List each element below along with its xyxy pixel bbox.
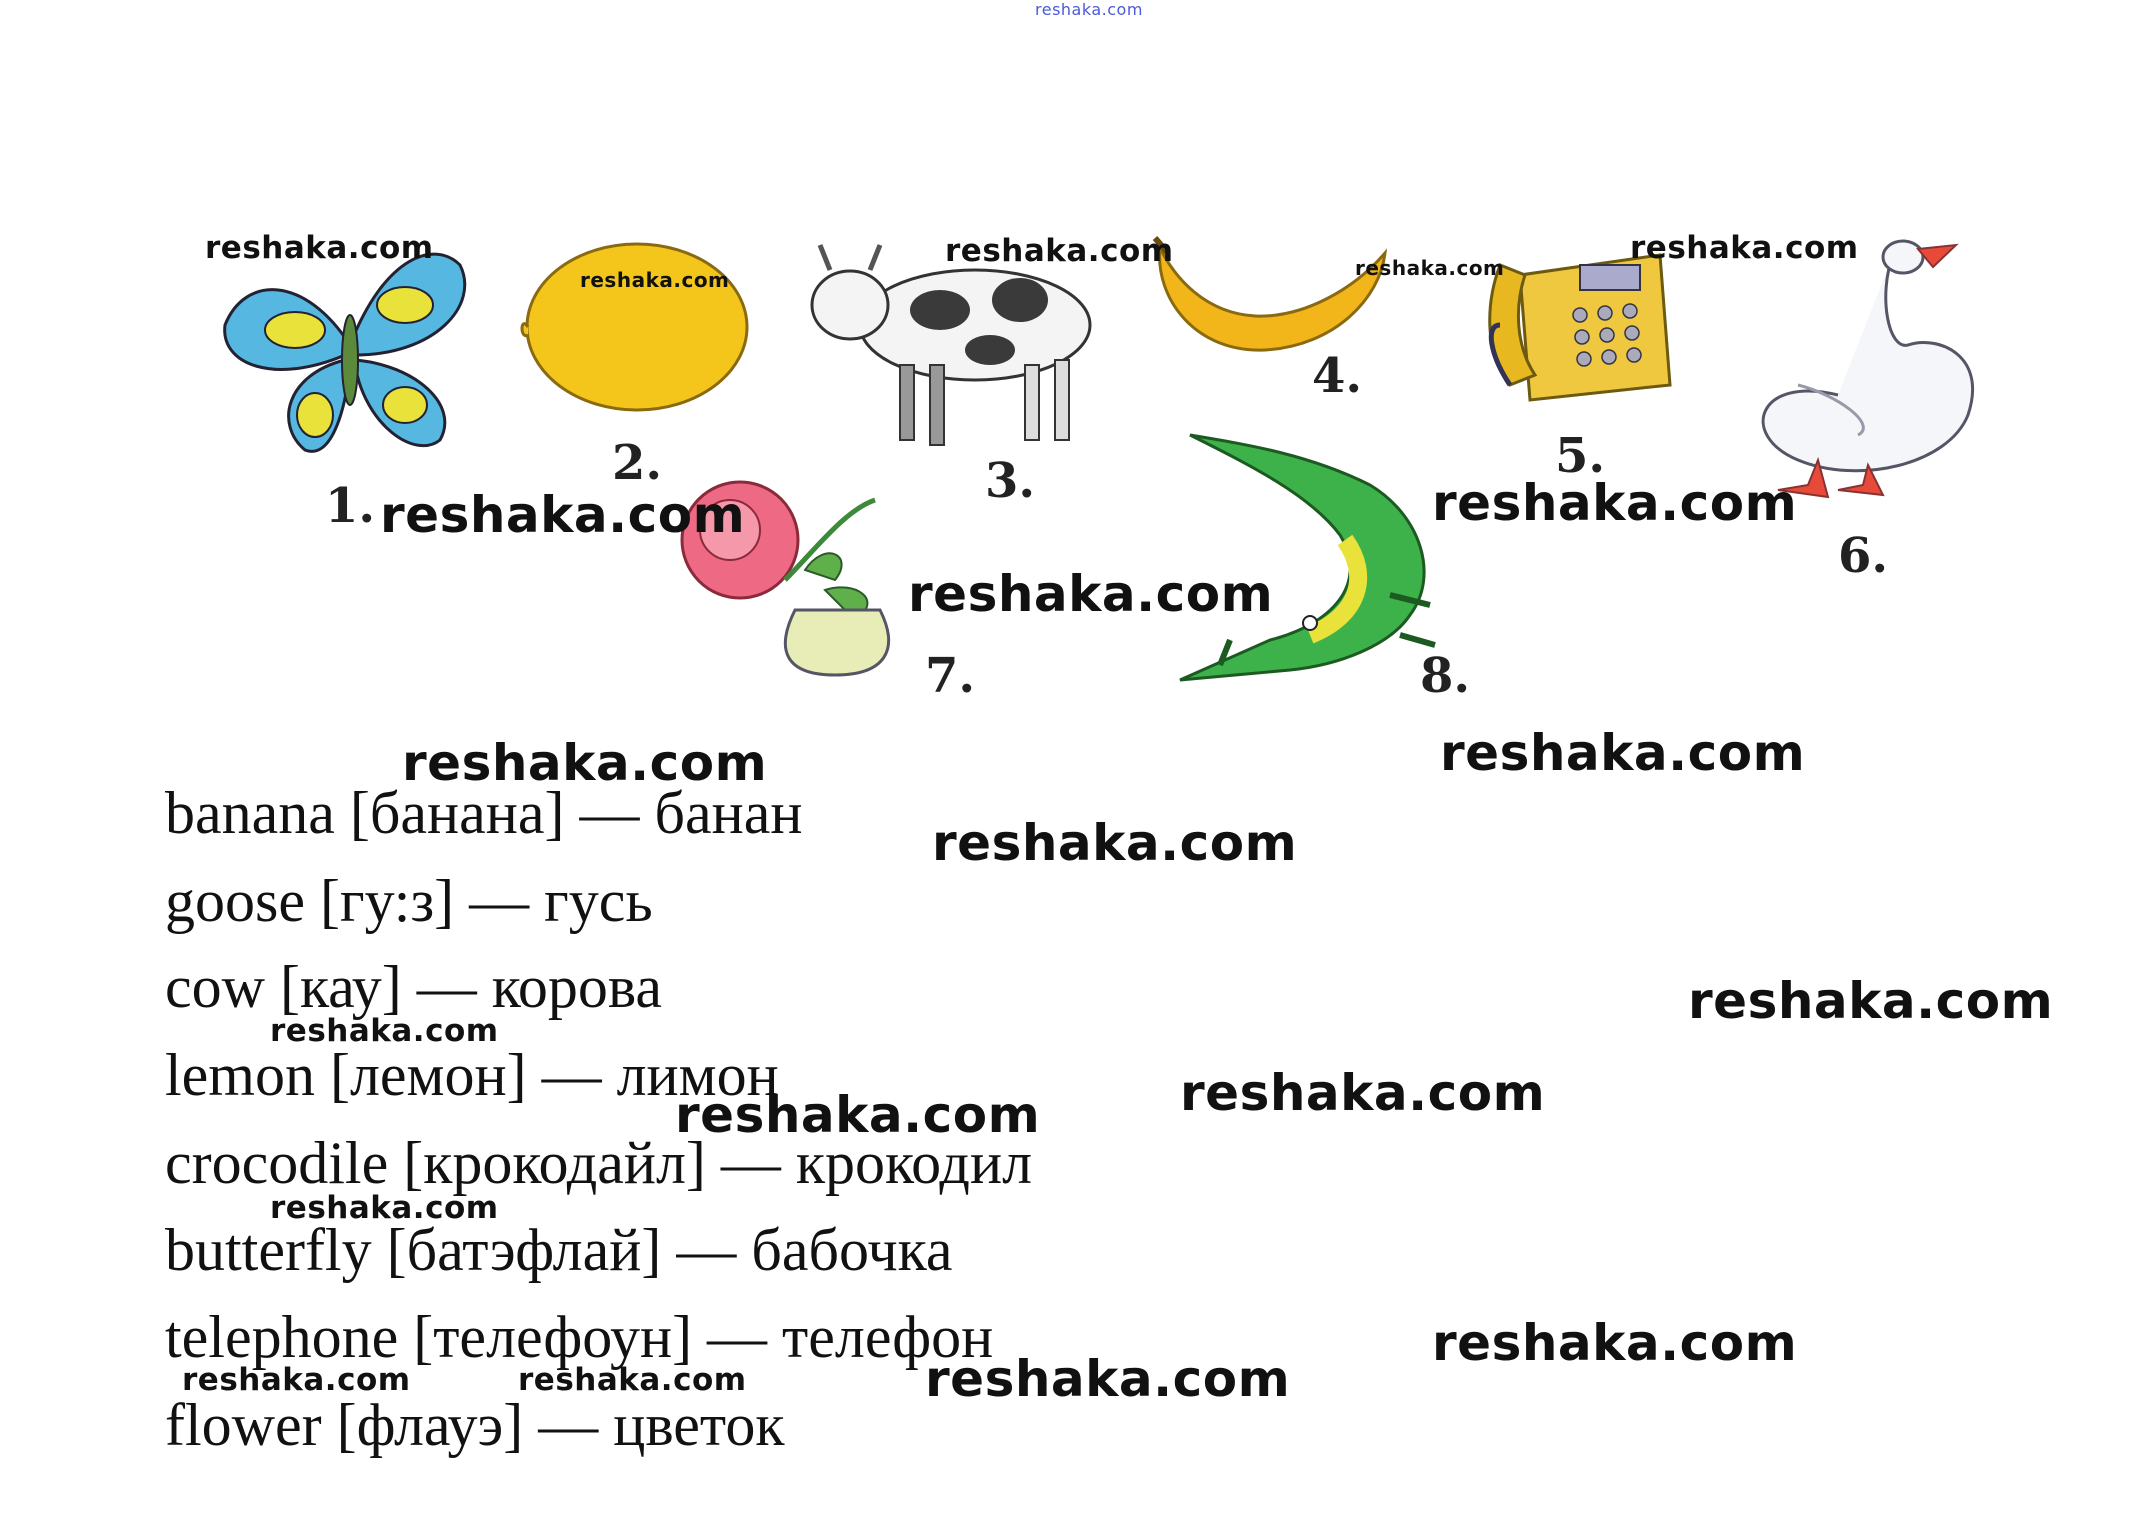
watermark: reshaka.com [402,734,768,792]
lemon-illustration [520,242,749,412]
number-7: 7. [925,648,976,704]
vocab-line-butterfly: butterfly [батэфлай] — бабочка [165,1217,953,1283]
number-5: 5. [1555,428,1606,484]
vocab-line-lemon: lemon [лемон] — лимон [165,1042,779,1108]
butterfly-illustration [223,252,467,453]
telephone-illustration [1488,253,1672,402]
goose-illustration [1761,239,1975,499]
watermark: reshaka.com [270,1013,499,1049]
watermark: reshaka.com [1180,1064,1546,1122]
crocodile-illustration [1179,433,1436,682]
watermark: reshaka.com [580,268,730,292]
number-2: 2. [612,435,663,491]
number-8: 8. [1420,648,1471,704]
top-watermark: reshaka.com [1035,0,1143,19]
flower-illustration [680,480,890,677]
vocab-line-telephone: telephone [телефоун] — телефон [165,1304,994,1370]
watermark: reshaka.com [1432,1314,1798,1372]
watermark: reshaka.com [932,814,1298,872]
watermark: reshaka.com [1688,972,2054,1030]
watermark: reshaka.com [1355,256,1505,280]
vocab-line-crocodile: crocodile [крокодайл] — крокодил [165,1130,1033,1196]
watermark: reshaka.com [518,1362,747,1398]
vocab-line-goose: goose [гу:з] — гусь [165,868,653,934]
watermark: reshaka.com [675,1086,1041,1144]
number-4: 4. [1312,348,1363,404]
watermark: reshaka.com [1440,724,1806,782]
number-3: 3. [985,453,1036,509]
watermark: reshaka.com [380,486,746,544]
banana-illustration [1152,236,1388,352]
vocab-line-cow: cow [кау] — корова [165,954,663,1020]
watermark: reshaka.com [182,1362,411,1398]
watermark: reshaka.com [925,1350,1291,1408]
watermark: reshaka.com [1432,474,1798,532]
watermark: reshaka.com [205,230,434,266]
cow-illustration [810,244,1092,446]
watermark: reshaka.com [908,565,1274,623]
watermark: reshaka.com [1630,230,1859,266]
number-1: 1. [325,478,376,534]
number-6: 6. [1838,528,1889,584]
watermark: reshaka.com [945,233,1174,269]
watermark: reshaka.com [270,1190,499,1226]
vocab-line-flower: flower [флауэ] — цветок [165,1392,785,1458]
vocab-line-banana: banana [банана] — банан [165,780,803,846]
